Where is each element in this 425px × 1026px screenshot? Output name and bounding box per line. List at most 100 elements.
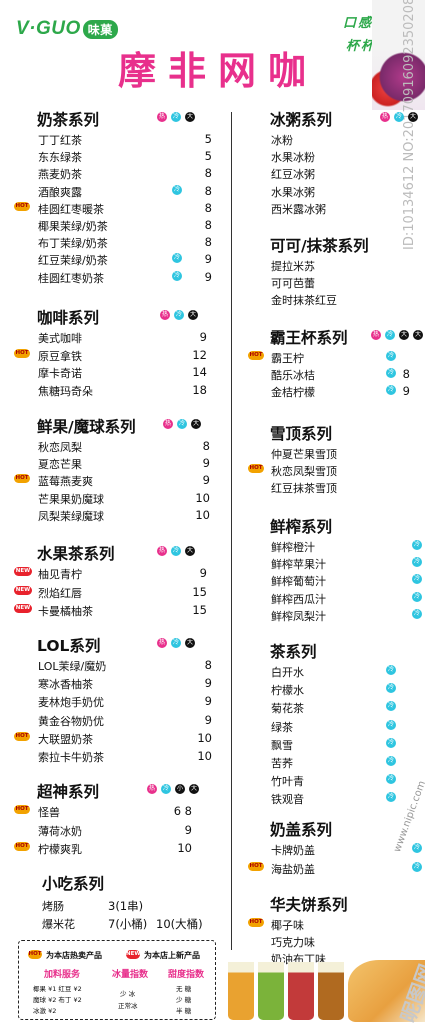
menu-item-price: 14 [192, 365, 207, 379]
drink-cup-photo [228, 962, 254, 1020]
menu-item-price: 8 [202, 439, 210, 453]
menu-item-price: 8 [204, 218, 212, 232]
menu-item-price: 9 [199, 566, 207, 580]
section-title: 咖啡系列 [37, 309, 100, 327]
section-title: 超神系列 [37, 783, 100, 801]
cold-indicator-icon: 冷 [412, 557, 422, 567]
hot-tag-icon: HOT [14, 474, 30, 483]
menu-item-price: 10 [195, 508, 210, 522]
waffle-photo [348, 960, 425, 1022]
menu-item-name: 金时抹茶红豆 [271, 294, 337, 307]
menu-item-price: 8 [204, 201, 212, 215]
cold-indicator-icon: 冷 [386, 701, 396, 711]
menu-item-price: 8 [204, 235, 212, 249]
menu-item-name: 水果冰粥 [271, 186, 315, 199]
snack-item-price-large: 10(大桶) [156, 917, 203, 931]
addon-row: 椰果 ¥1 红豆 ¥2 [33, 985, 82, 993]
cold-indicator-icon: 冷 [386, 792, 396, 802]
legend-new-text: 为本店上新产品 [144, 951, 200, 960]
watermark-side-text: ID:10134612 NO:20170916092350208000 [402, 0, 417, 250]
legend-hot-text: 为本店热卖产品 [46, 951, 102, 960]
cold-indicator-icon: 冷 [171, 638, 181, 648]
big-indicator-icon: 大 [191, 419, 201, 429]
menu-item-name: 寒冰香柚茶 [38, 678, 93, 691]
menu-item-name: 摩卡奇诺 [38, 367, 82, 380]
menu-item-price: 8 [204, 184, 212, 198]
fruit-photo [372, 0, 425, 110]
menu-item-name: 鲜榨苹果汁 [271, 558, 326, 571]
menu-item-name: 椰子味 [271, 919, 304, 932]
big-indicator-icon: 大 [185, 112, 195, 122]
menu-item-price: 10 [197, 731, 212, 745]
cold-indicator-icon: 冷 [386, 683, 396, 693]
drink-cup-photo [258, 962, 284, 1020]
menu-item-name: 怪兽 [38, 806, 60, 819]
hot-tag-icon: HOT [14, 202, 30, 211]
menu-item-price: 9 [204, 270, 212, 284]
cold-indicator-icon: 冷 [386, 756, 396, 766]
cold-indicator-icon: 冷 [386, 665, 396, 675]
menu-item-price: 9 [199, 330, 207, 344]
menu-item-name: 凤梨茉绿魔球 [38, 510, 104, 523]
cold-indicator-icon: 冷 [412, 843, 422, 853]
menu-item-name: 巧克力味 [271, 936, 315, 949]
menu-item-name: 烈焰红唇 [38, 587, 82, 600]
menu-item-name: 红豆抹茶雪顶 [271, 482, 337, 495]
menu-item-price: 15 [192, 585, 207, 599]
section-title: 华夫饼系列 [270, 896, 348, 914]
cold-indicator-icon: 冷 [172, 271, 182, 281]
menu-item-name: 卡牌奶盖 [271, 844, 315, 857]
hot-indicator-icon: 热 [157, 546, 167, 556]
cold-indicator-icon: 冷 [412, 540, 422, 550]
hot-indicator-icon: 热 [160, 310, 170, 320]
logo-text: V·GUO [16, 18, 81, 39]
section-title: 奶茶系列 [37, 111, 100, 129]
menu-item-price: 9 [204, 676, 212, 690]
column-divider [231, 112, 232, 950]
section-title: 冰粥系列 [270, 111, 333, 129]
section-title: 霸王杯系列 [270, 329, 348, 347]
menu-item-name: 可可芭蕾 [271, 277, 315, 290]
big-indicator-icon: 大 [185, 546, 195, 556]
menu-item-name: 丁丁红茶 [38, 134, 82, 147]
menu-item-price: 9 [204, 713, 212, 727]
menu-item-name: 海盐奶盖 [271, 863, 315, 876]
cold-indicator-icon: 冷 [386, 385, 396, 395]
sugar-row: 半 糖 [176, 1007, 192, 1015]
logo-badge: 味菓 [82, 20, 118, 39]
menu-item-price: 10 [195, 491, 210, 505]
menu-item-name: 鲜榨葡萄汁 [271, 575, 326, 588]
ice-level-title: 冰量指数 [112, 970, 149, 980]
snack-item-name: 爆米花 [42, 918, 75, 931]
menu-item-name: 桂圆红枣暖茶 [38, 203, 104, 216]
menu-item-price: 18 [192, 383, 207, 397]
menu-item-price: 8 [402, 367, 410, 381]
addon-title: 加料服务 [44, 970, 81, 980]
hot-indicator-icon: 热 [157, 112, 167, 122]
menu-item-name: 鲜榨凤梨汁 [271, 610, 326, 623]
menu-item-name: 水果冰粉 [271, 151, 315, 164]
new-tag-icon: NEW [126, 950, 141, 959]
new-tag-icon: NEW [14, 586, 32, 595]
menu-item-name: 柠檬爽乳 [38, 843, 82, 856]
menu-item-price: 9 [402, 384, 410, 398]
cold-indicator-icon: 冷 [412, 862, 422, 872]
drink-cup-photo [318, 962, 344, 1020]
menu-item-name: 白开水 [271, 666, 304, 679]
cold-indicator-icon: 冷 [174, 310, 184, 320]
menu-item-name: 绿茶 [271, 721, 293, 734]
ice-row: 正常冰 [118, 1002, 138, 1010]
big-indicator-icon: 大 [185, 638, 195, 648]
menu-item-name: 菊花茶 [271, 702, 304, 715]
cold-indicator-icon: 冷 [386, 774, 396, 784]
cold-indicator-icon: 冷 [394, 112, 404, 122]
cold-indicator-icon: 冷 [172, 253, 182, 263]
menu-item-name: 苦荞 [271, 757, 293, 770]
menu-item-name: 鲜榨橙汁 [271, 541, 315, 554]
hot-tag-icon: HOT [28, 950, 42, 959]
legend-box [18, 940, 216, 1020]
menu-item-price: 8 [204, 166, 212, 180]
menu-item-price: 12 [192, 348, 207, 362]
big-indicator-icon: 大 [413, 330, 423, 340]
